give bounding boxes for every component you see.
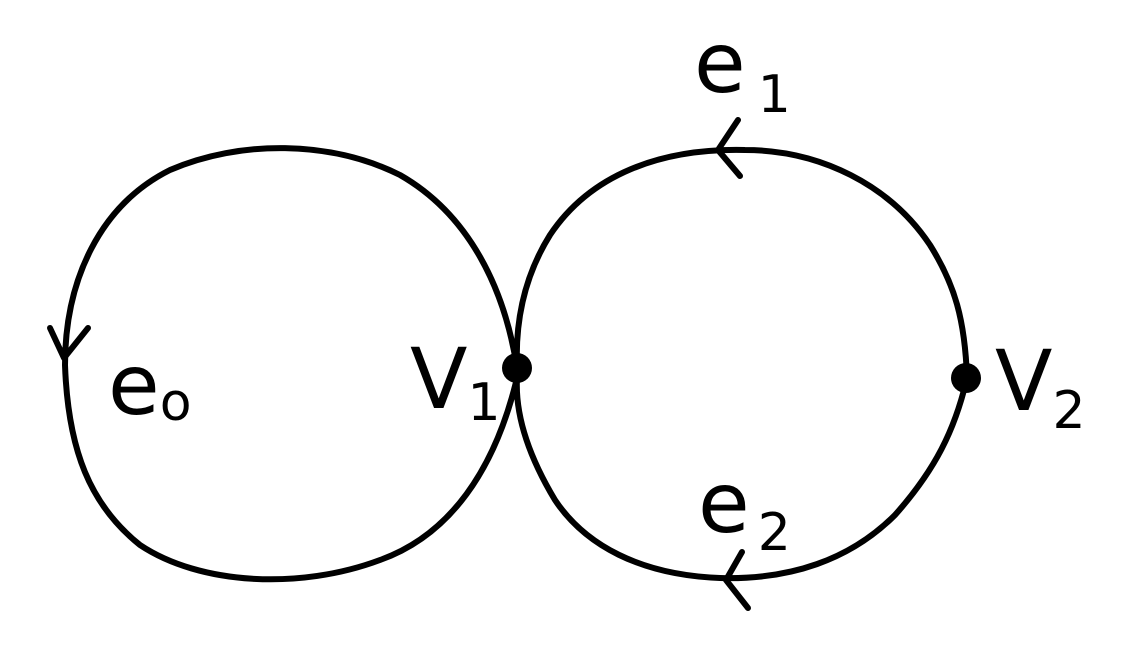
edge-e0 [62, 145, 520, 583]
edge-e2 [513, 375, 970, 582]
vertex-v1-label: V1 [410, 330, 501, 433]
edge-e2-arrowhead [723, 549, 751, 611]
edge-e1 [513, 146, 970, 381]
edge-e0-arrowhead [47, 325, 91, 361]
edge-e1-arrowhead [715, 117, 743, 179]
vertex-v1 [502, 353, 532, 383]
vertex-v2-label: V2 [995, 332, 1086, 441]
vertex-v2 [951, 363, 981, 393]
edge-e0-label: eo [108, 336, 192, 434]
